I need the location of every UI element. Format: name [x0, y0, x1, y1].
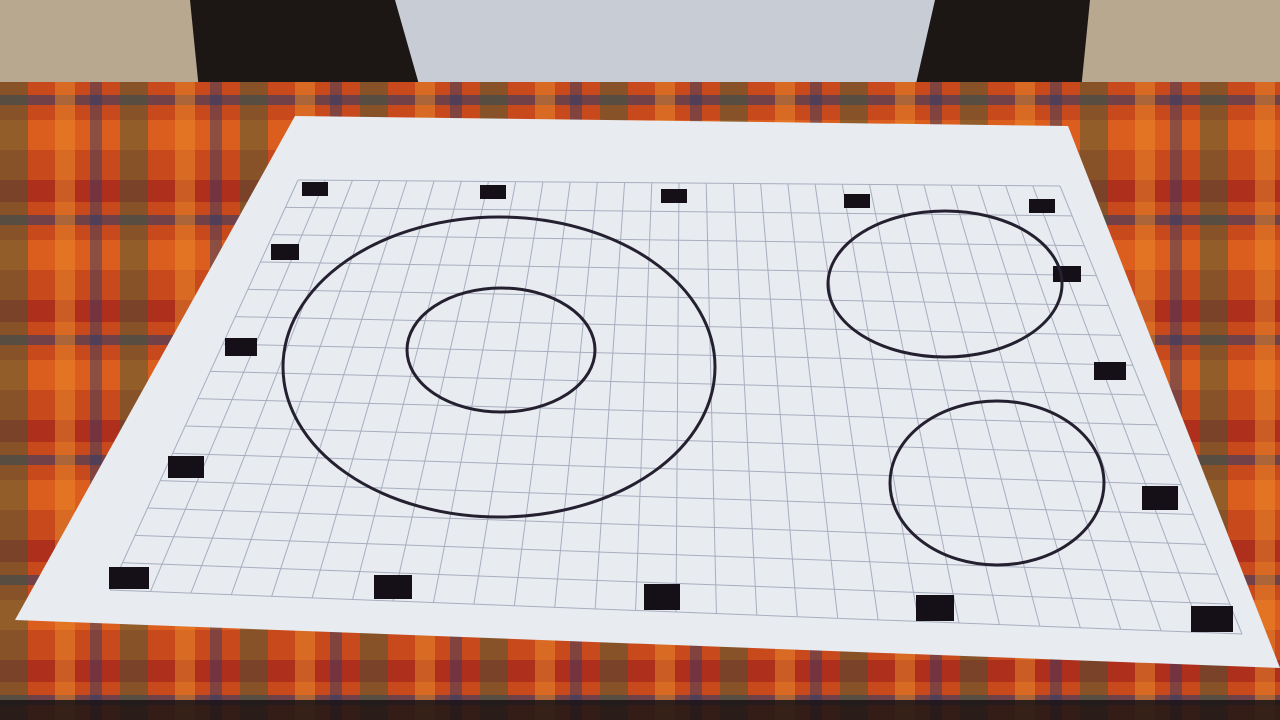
fiducial-marker: [271, 244, 299, 260]
lower-right-circle: [888, 399, 1106, 567]
fiducial-marker: [1094, 362, 1126, 380]
fiducial-marker: [168, 456, 204, 478]
fiducial-marker: [374, 575, 412, 599]
grid-lines: [109, 179, 1243, 635]
fiducial-marker: [1191, 606, 1233, 632]
circles: [281, 209, 1106, 567]
large-outer-circle: [281, 215, 717, 519]
fiducial-marker: [644, 584, 680, 610]
fiducial-marker: [661, 189, 687, 203]
fiducial-marker: [302, 182, 328, 196]
corner-markers: [109, 182, 1233, 632]
small-inner-circle: [405, 286, 597, 414]
cushion: [395, 0, 935, 88]
fiducial-marker: [1053, 266, 1081, 282]
fiducial-marker: [225, 338, 257, 356]
fiducial-marker: [916, 595, 954, 621]
fiducial-marker: [1142, 486, 1178, 510]
upper-right-circle: [826, 209, 1064, 359]
fiducial-marker: [480, 185, 506, 199]
fiducial-marker: [844, 194, 870, 208]
fiducial-marker: [109, 567, 149, 589]
fiducial-marker: [1029, 199, 1055, 213]
paper-sheet: [15, 116, 1280, 668]
